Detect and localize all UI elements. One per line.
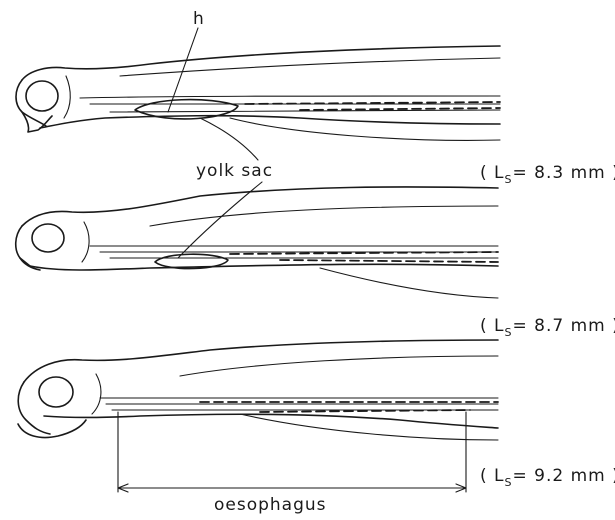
larva-1-value: = 8.3 mm ) [513, 163, 615, 183]
larva-1-eye [26, 81, 58, 111]
larva-1-drawing [16, 28, 500, 160]
larva-3-drawing [18, 340, 498, 440]
larva-2-eye [32, 224, 64, 252]
larva-2-length: ( LS= 8.7 mm ) [480, 316, 615, 339]
larva-3-subscript: S [505, 476, 513, 489]
larva-3-value: = 9.2 mm ) [513, 466, 615, 486]
larva-2-drawing [16, 182, 498, 298]
larva-3-length: ( LS= 9.2 mm ) [480, 466, 615, 489]
larva-2-prefix: ( L [480, 316, 505, 336]
label-h: h [193, 9, 205, 29]
larva-1-prefix: ( L [480, 163, 505, 183]
larva-1-yolk-pointer [200, 118, 258, 160]
larva-3-prefix: ( L [480, 466, 505, 486]
larva-2-subscript: S [505, 326, 513, 339]
larva-1-length: ( LS= 8.3 mm ) [480, 163, 615, 186]
label-yolk-sac: yolk sac [196, 161, 273, 181]
larva-1-subscript: S [505, 173, 513, 186]
label-oesophagus: oesophagus [214, 495, 327, 515]
larva-3-eye [39, 377, 73, 407]
larva-2-value: = 8.7 mm ) [513, 316, 615, 336]
